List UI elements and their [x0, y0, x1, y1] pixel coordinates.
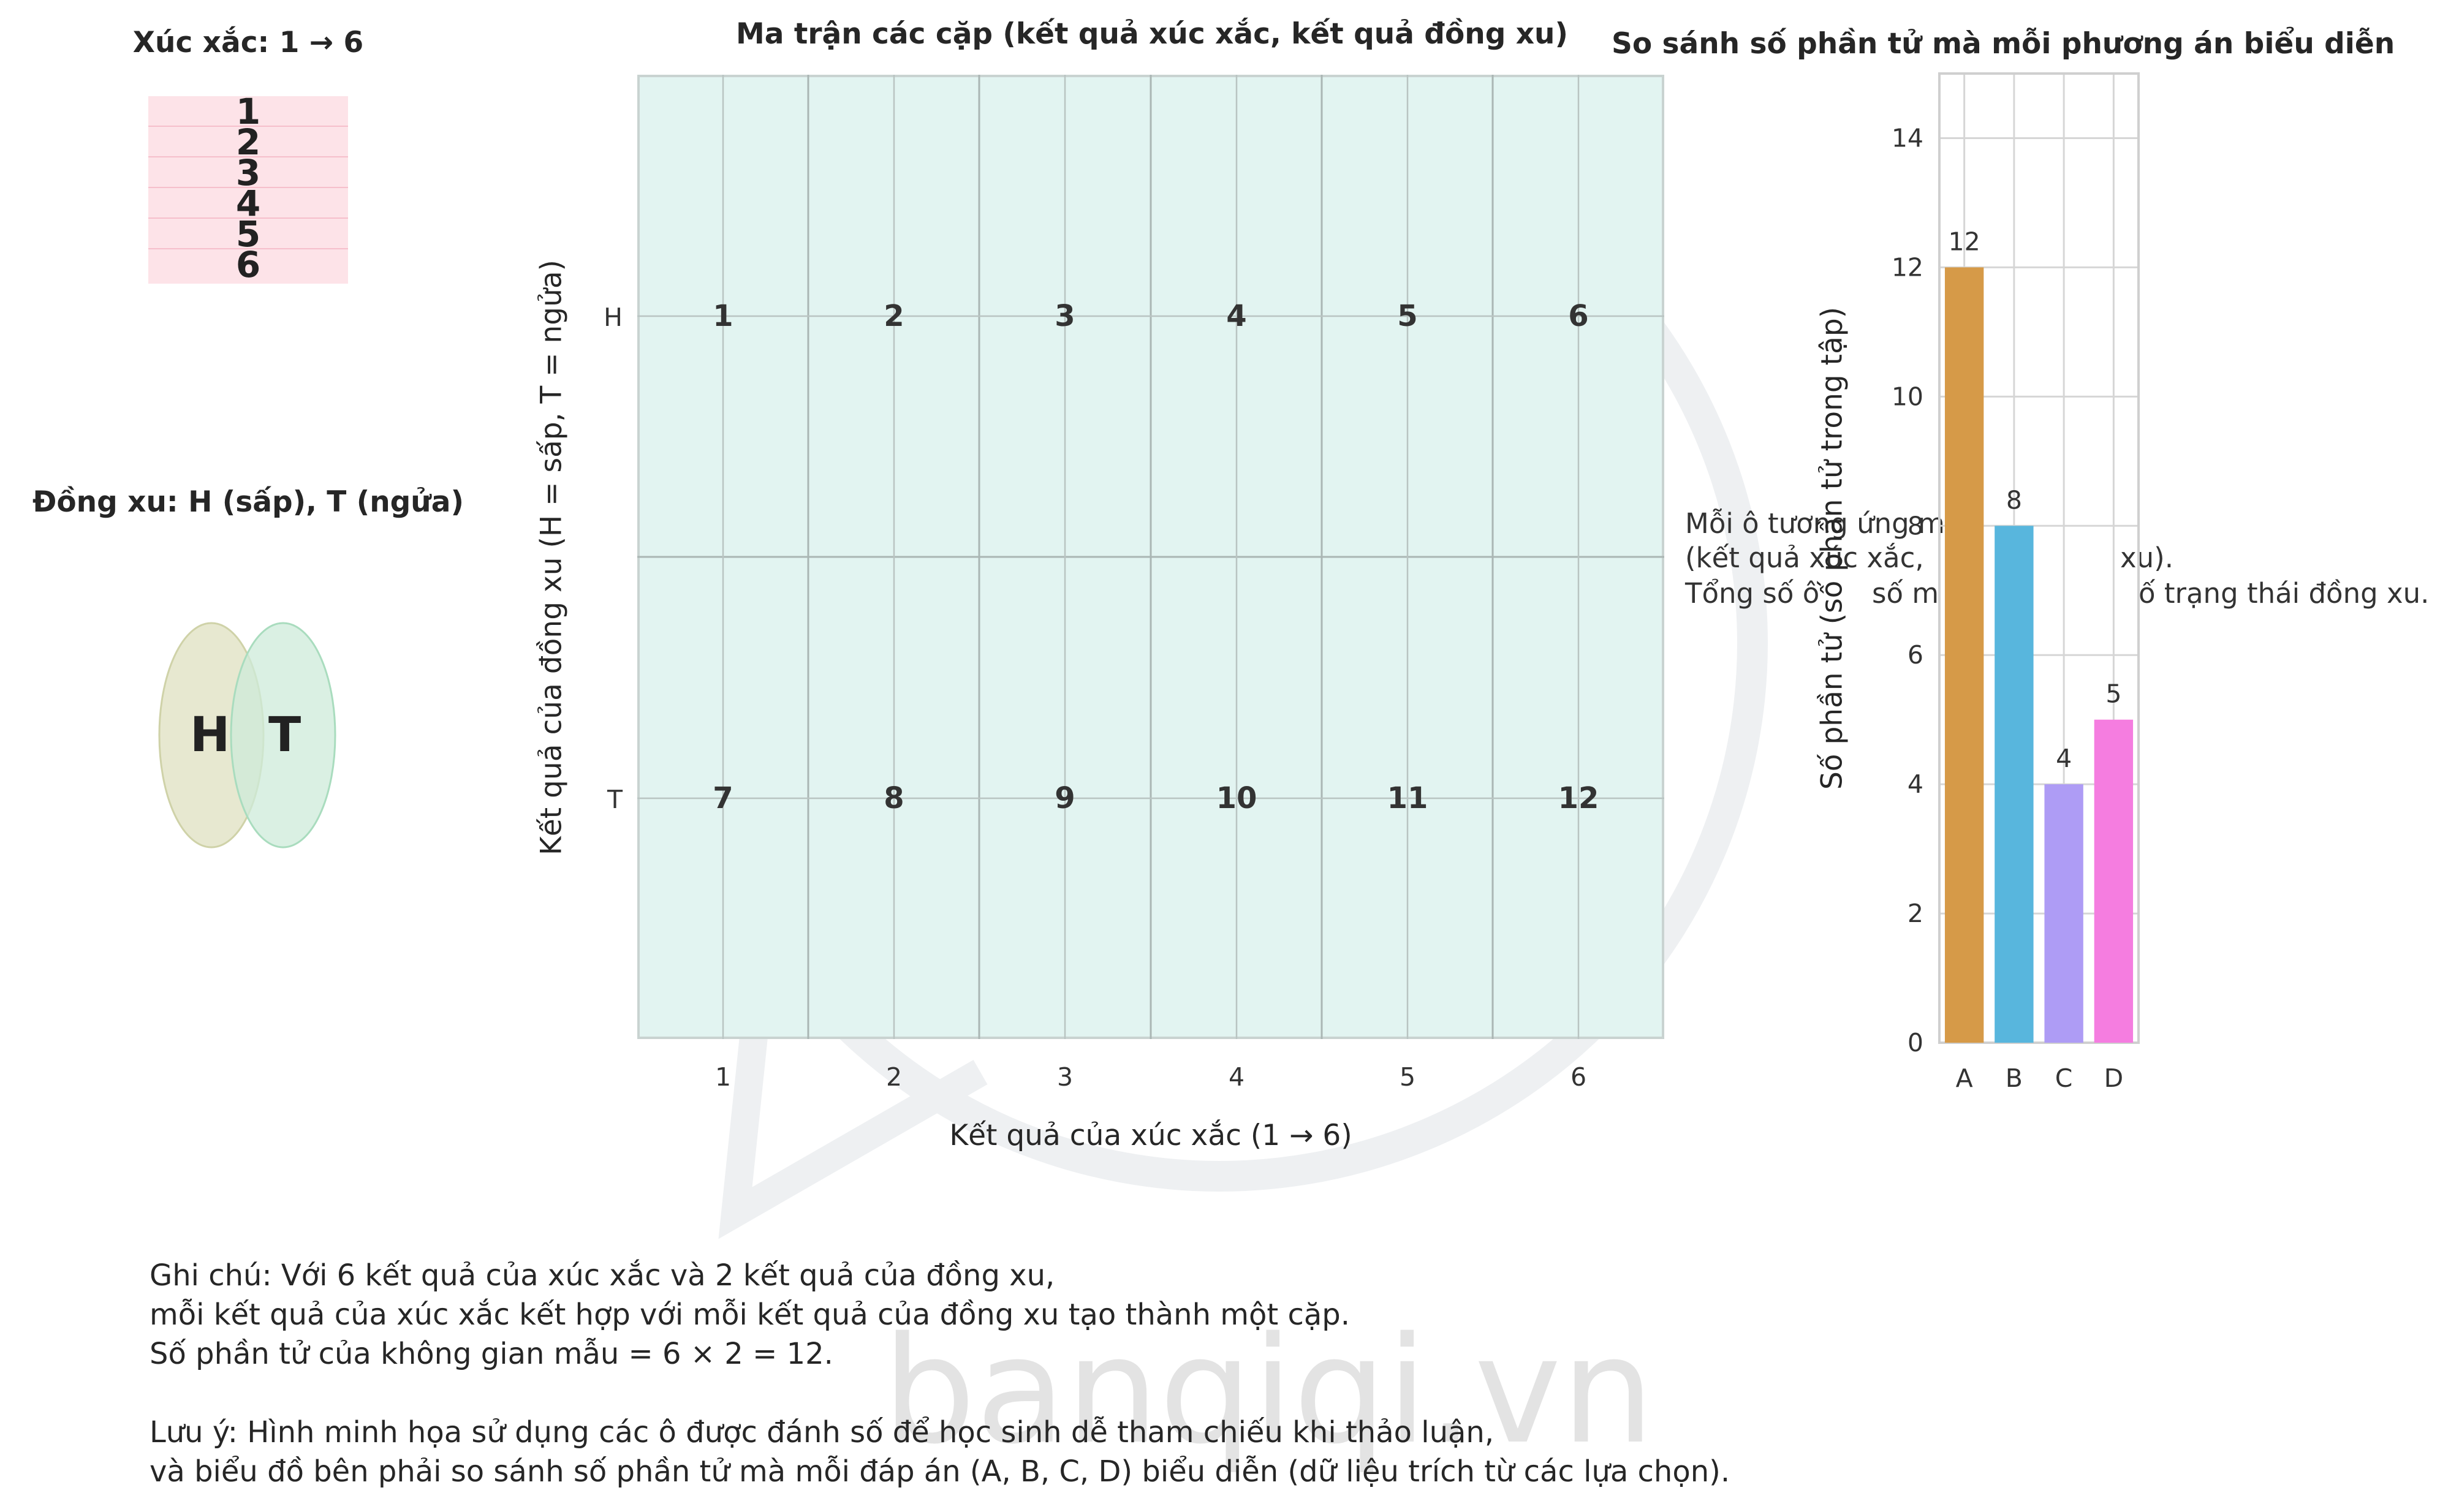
dice-face-row	[148, 249, 348, 284]
bar-chart-y-tick: 12	[1892, 252, 1923, 282]
note-line: Lưu ý: Hình minh họa sử dụng các ô được …	[150, 1415, 1495, 1450]
dice-face-row	[148, 157, 348, 192]
dice-face-label: 2	[235, 121, 261, 163]
bar-chart-y-tick: 2	[1908, 899, 1923, 928]
bar-chart-x-tick: C	[2055, 1064, 2073, 1093]
dice-face-label: 3	[235, 152, 261, 194]
matrix-cell: 4	[1226, 299, 1247, 333]
side-note-line: ố trạng thái đồng xu.	[2139, 577, 2430, 610]
coin-tails-label: T	[268, 708, 301, 763]
bar-chart-y-axis-label: Số phần tử (số phần tử trong tập)	[1815, 306, 1849, 790]
bar-value-label: 12	[1949, 227, 1980, 256]
matrix-cell: 3	[1055, 299, 1075, 333]
coin-diagram	[158, 622, 336, 849]
note-line: mỗi kết quả của xúc xắc kết hợp với mỗi …	[150, 1298, 1350, 1332]
matrix-cell: 10	[1216, 781, 1257, 815]
matrix-x-tick: 1	[714, 1062, 732, 1092]
matrix-cell: 11	[1387, 781, 1428, 815]
matrix-title: Ma trận các cặp (kết quả xúc xắc, kết qu…	[736, 17, 1568, 51]
dice-face-label: 5	[235, 213, 261, 255]
bar-chart-y-tick: 6	[1908, 640, 1923, 670]
bar	[2094, 719, 2134, 1043]
matrix-y-tick: T	[607, 785, 623, 814]
bar-chart-y-tick: 8	[1908, 511, 1923, 540]
side-note-line: số m	[1872, 577, 1939, 610]
coin-heads-label: H	[190, 708, 230, 763]
bar	[1995, 526, 2034, 1043]
matrix-x-tick: 2	[885, 1062, 903, 1092]
bar	[1944, 267, 1984, 1043]
coin-panel-title: Đồng xu: H (sấp), T (ngửa)	[32, 485, 464, 519]
dice-face-label: 6	[235, 244, 261, 285]
matrix-x-axis-label: Kết quả của xúc xắc (1 → 6)	[949, 1119, 1352, 1152]
side-note-line: Tổng số ô	[1685, 577, 1820, 610]
matrix-cell: 12	[1558, 781, 1599, 815]
notes-block: Ghi chú: Với 6 kết quả của xúc xắc và 2 …	[150, 1256, 1730, 1491]
matrix-y-axis-label: Kết quả của đồng xu (H = sấp, T = ngửa)	[534, 260, 569, 855]
bar-value-label: 4	[2056, 744, 2072, 773]
matrix-cell: 5	[1397, 299, 1418, 333]
matrix-x-tick: 5	[1399, 1062, 1416, 1092]
side-note-line: (kết quả xúc xắc,	[1685, 542, 1924, 574]
matrix-grid	[637, 75, 1664, 1039]
bar-value-label: 8	[2006, 485, 2022, 515]
bar-chart-y-tick: 0	[1908, 1028, 1923, 1057]
matrix-x-tick: 3	[1056, 1062, 1074, 1092]
matrix-cell: 7	[713, 781, 733, 815]
dice-face-label: 1	[235, 91, 261, 132]
bar-value-label: 5	[2105, 679, 2121, 709]
bar-chart-y-tick: 14	[1892, 123, 1923, 153]
matrix-y-tick: H	[604, 303, 623, 332]
bar-chart-title: So sánh số phần tử mà mỗi phương án biểu…	[1612, 27, 2395, 61]
matrix-x-tick: 4	[1228, 1062, 1245, 1092]
bar-chart-frame	[1938, 72, 2140, 1044]
dice-face-label: 4	[235, 183, 261, 224]
matrix-cell: 9	[1055, 781, 1075, 815]
side-note-line: xu).	[2120, 542, 2174, 574]
note-line	[150, 1374, 1730, 1413]
matrix-cell: 1	[713, 299, 733, 333]
bar-chart-x-tick: A	[1956, 1064, 1973, 1093]
bar-chart-y-tick: 10	[1892, 382, 1923, 411]
note-line: Số phần tử của không gian mẫu = 6 × 2 = …	[150, 1337, 833, 1371]
matrix-cell: 8	[884, 781, 904, 815]
bar-chart-y-tick: 4	[1908, 769, 1923, 799]
dice-panel-title: Xúc xắc: 1 → 6	[132, 26, 364, 59]
matrix-x-tick: 6	[1570, 1062, 1587, 1092]
matrix-cell: 2	[884, 299, 904, 333]
bar-chart: 0 2 4 6 8 10 12 14 12A 8B 4C 5D	[1892, 72, 2140, 1093]
matrix-cell: 6	[1568, 299, 1589, 333]
note-line: và biểu đồ bên phải so sánh số phần tử m…	[150, 1454, 1730, 1489]
coin-tails-ellipse	[230, 622, 336, 849]
note-line: Ghi chú: Với 6 kết quả của xúc xắc và 2 …	[150, 1258, 1055, 1293]
bar-chart-x-tick: D	[2104, 1064, 2124, 1093]
matrix-plot-area	[637, 75, 1664, 1039]
bar	[2044, 784, 2083, 1043]
bar-chart-x-tick: B	[2006, 1064, 2023, 1093]
side-note-line: Mỗi ô tương ứng m	[1685, 507, 1945, 540]
